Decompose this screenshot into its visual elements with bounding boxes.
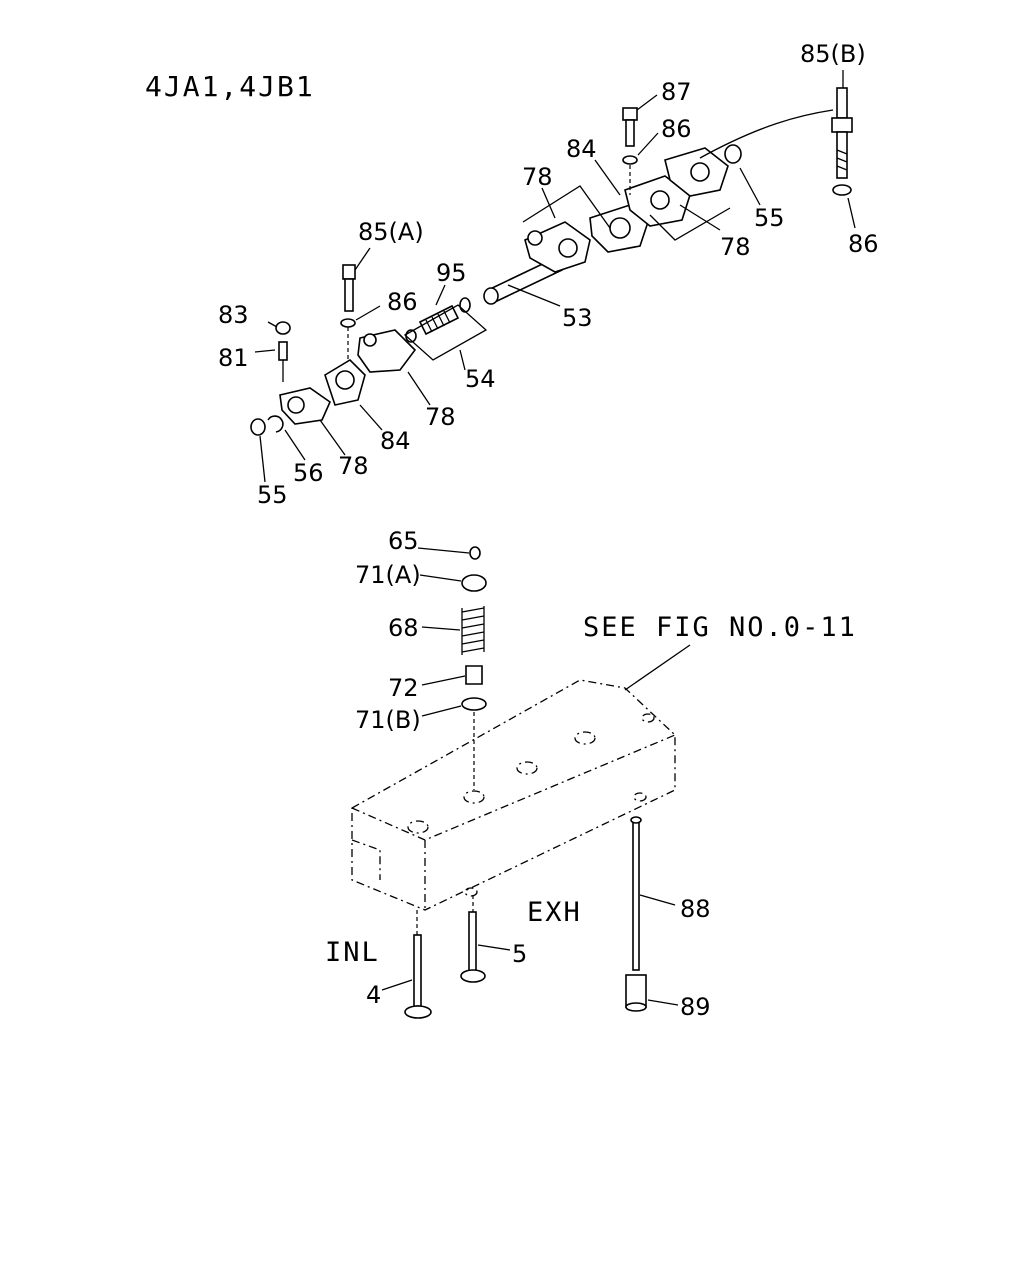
nut-83-part <box>275 321 291 335</box>
washer-86-right <box>832 184 852 196</box>
intake-label: INL <box>325 937 380 968</box>
callout-56: 56 <box>293 459 324 487</box>
spring-upper-seat-71a <box>461 574 487 592</box>
callout-71b: 71(B) <box>355 706 421 734</box>
callout-87: 87 <box>661 78 692 106</box>
callout-65: 65 <box>388 527 419 555</box>
rocker-arm-upper-2 <box>624 175 691 227</box>
rocker-bracket-upper <box>589 204 649 253</box>
valve-stem-seal-72 <box>465 665 483 685</box>
callout-4: 4 <box>366 981 381 1009</box>
washer-86-left <box>340 318 356 328</box>
rocker-shaft-assembly <box>250 87 853 436</box>
stud-leader-curve <box>699 109 834 159</box>
tappet-89 <box>625 974 647 1012</box>
callout-68: 68 <box>388 614 419 642</box>
exhaust-label: EXH <box>527 897 582 928</box>
spring-lower-seat-71b <box>461 697 487 711</box>
callout-78: 78 <box>425 403 456 431</box>
intake-valve-4 <box>404 934 432 1019</box>
washer-86-upper <box>622 155 638 165</box>
push-rod-88 <box>630 816 642 971</box>
rocker-spring-part <box>418 304 460 336</box>
valve-spring-68 <box>461 606 485 655</box>
rocker-arm-lower-1 <box>357 329 417 373</box>
stud-85a-part <box>342 264 356 312</box>
callout-86: 86 <box>661 115 692 143</box>
valve-cotter-65 <box>469 546 481 560</box>
rocker-arm-upper-1 <box>524 221 591 273</box>
callout-53: 53 <box>562 304 593 332</box>
exhaust-valve-5 <box>460 911 486 983</box>
callout-81: 81 <box>218 344 249 372</box>
callout-95: 95 <box>436 259 467 287</box>
callout-78: 78 <box>522 163 553 191</box>
cylinder-head-phantom <box>351 679 676 911</box>
shaft-plug-left <box>250 418 266 436</box>
kit-bracket-78-left <box>522 185 611 229</box>
shaft-plug-right <box>724 144 742 164</box>
shaft-washer <box>459 297 471 313</box>
callout-54: 54 <box>465 365 496 393</box>
rocker-arm-upper-3 <box>664 147 729 197</box>
leader-lines <box>254 70 856 1006</box>
rocker-bracket-lower <box>324 358 366 406</box>
model-title: 4JA1,4JB1 <box>145 70 315 103</box>
callout-78: 78 <box>338 452 369 480</box>
callout-84: 84 <box>380 427 411 455</box>
callout-55: 55 <box>257 481 288 509</box>
callout-85b: 85(B) <box>800 40 866 68</box>
callout-88: 88 <box>680 895 711 923</box>
callout-5: 5 <box>512 940 527 968</box>
rocker-arm-lower-2 <box>279 387 331 425</box>
callout-labels: 85(B) 87 86 84 78 55 78 86 85(A) 95 83 8… <box>218 40 879 1021</box>
callout-55: 55 <box>754 204 785 232</box>
rocker-shaft-end <box>483 287 499 305</box>
bolt-87-part <box>622 107 638 147</box>
callout-78: 78 <box>720 233 751 261</box>
callout-72: 72 <box>388 674 419 702</box>
stud-85b-part <box>831 87 853 179</box>
callout-86: 86 <box>387 288 418 316</box>
callout-83: 83 <box>218 301 249 329</box>
callout-86: 86 <box>848 230 879 258</box>
callout-85a: 85(A) <box>358 218 424 246</box>
callout-84: 84 <box>566 135 597 163</box>
screw-81-part <box>278 341 288 361</box>
callout-89: 89 <box>680 993 711 1021</box>
snap-ring-56 <box>267 415 284 433</box>
callout-71a: 71(A) <box>355 561 421 589</box>
kit-bracket-78-right <box>649 207 731 241</box>
valve-stack <box>461 546 487 790</box>
kit-bracket-54 <box>403 304 488 361</box>
figure-reference-note: SEE FIG NO.0-11 <box>583 612 857 643</box>
